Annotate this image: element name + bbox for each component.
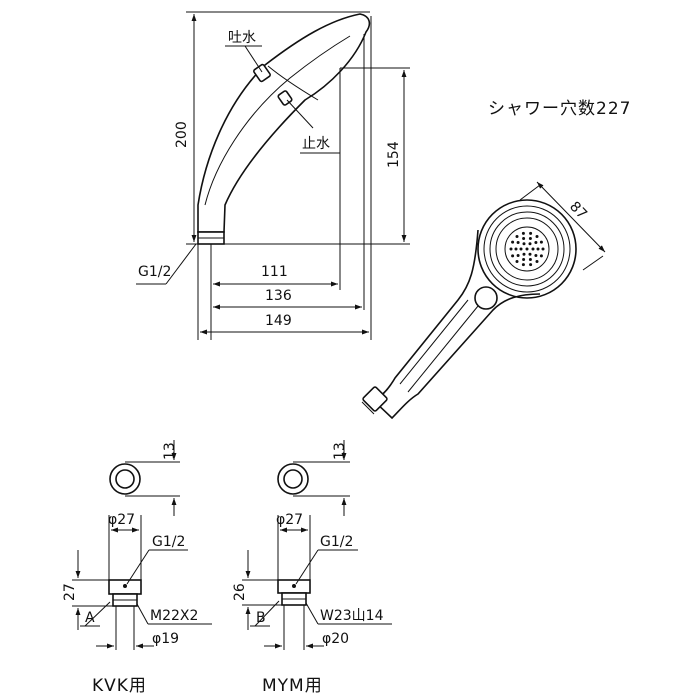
shower-side-inner (204, 35, 351, 206)
mym-top-inner (283, 469, 303, 489)
nozzle-dot (534, 241, 538, 244)
nozzle-dot (515, 235, 519, 238)
nozzle-dot (529, 263, 533, 267)
nozzle-dot (528, 258, 532, 261)
mym-title: MYM用 (262, 676, 323, 696)
nozzle-dot (522, 252, 526, 256)
nozzle-dot (516, 254, 520, 257)
nozzle-dot (531, 247, 535, 251)
nozzle-dot (534, 254, 538, 257)
kvk-title: KVK用 (92, 676, 147, 696)
nozzle-dot (519, 247, 523, 251)
nozzle-dot (528, 252, 532, 256)
label-spray: 吐水 (228, 30, 256, 46)
dim-height: 200 (174, 121, 190, 148)
dim-87-line (536, 181, 606, 253)
nozzle-dot (521, 263, 525, 267)
kvk-top-outer (109, 463, 141, 495)
mym-thread-spec: W23山14 (320, 608, 384, 624)
mym-adapter: 13 φ27 G1/2 26 B W23山14 φ20 MYM用 (232, 440, 392, 696)
kvk-thread-label: G1/2 (152, 534, 185, 550)
kvk-dia19: φ19 (152, 631, 179, 647)
nozzle-dot (536, 247, 540, 251)
nozzle-dot (528, 237, 532, 240)
mym-thread-label: G1/2 (320, 534, 353, 550)
nozzle-dot (511, 240, 515, 244)
kvk-thread-spec: M22X2 (150, 608, 198, 624)
nozzle-dot (535, 260, 539, 263)
nozzle-dot (528, 242, 532, 246)
mym-dim-13: 13 (332, 442, 348, 460)
kvk-dia27: φ27 (108, 512, 135, 528)
mym-dim-height: 26 (232, 583, 248, 601)
dim-136: 136 (265, 288, 292, 304)
kvk-dim-height: 27 (62, 583, 78, 601)
dim-head: 87 (566, 199, 590, 223)
thread-label: G1/2 (138, 264, 171, 280)
label-stop: 止水 (302, 136, 330, 152)
front-view: シャワー穴数227 87 (361, 99, 631, 420)
holes-label: シャワー穴数227 (488, 99, 631, 119)
spray-button (253, 63, 271, 83)
mym-dia27: φ27 (276, 512, 303, 528)
mym-mark: B (256, 610, 266, 626)
kvk-dim-13: 13 (162, 442, 178, 460)
nozzle-dot (511, 254, 515, 258)
hose-end (362, 386, 388, 412)
shower-side-outline (197, 13, 371, 233)
dim-154: 154 (386, 141, 402, 168)
nozzle-dot (535, 235, 539, 238)
nozzle-dot (539, 254, 543, 258)
nozzle-dot (509, 247, 513, 251)
nozzle-dot (521, 231, 525, 235)
front-button (474, 286, 498, 310)
nozzle-dot (514, 247, 518, 251)
nozzle-dot (516, 241, 520, 244)
nozzle-holes (509, 231, 545, 267)
dim-149: 149 (265, 313, 292, 329)
nozzle-dot (529, 231, 533, 235)
kvk-adapter: 13 φ27 G1/2 27 A M22X2 φ19 KVK用 (62, 440, 212, 696)
nozzle-dot (541, 247, 545, 251)
shower-front-outline (371, 229, 541, 420)
kvk-mark: A (85, 610, 95, 626)
nozzle-dot (522, 242, 526, 246)
side-view: 吐水 止水 200 154 G1/2 111 136 149 (136, 11, 410, 340)
mym-top-outer (277, 463, 309, 495)
nozzle-dot (539, 240, 543, 244)
kvk-top-inner (115, 469, 135, 489)
nozzle-dot (525, 247, 529, 251)
dim-111: 111 (261, 264, 288, 280)
nozzle-dot (522, 258, 526, 261)
mym-dia20: φ20 (322, 631, 349, 647)
nozzle-dot (515, 260, 519, 263)
nozzle-dot (522, 237, 526, 240)
